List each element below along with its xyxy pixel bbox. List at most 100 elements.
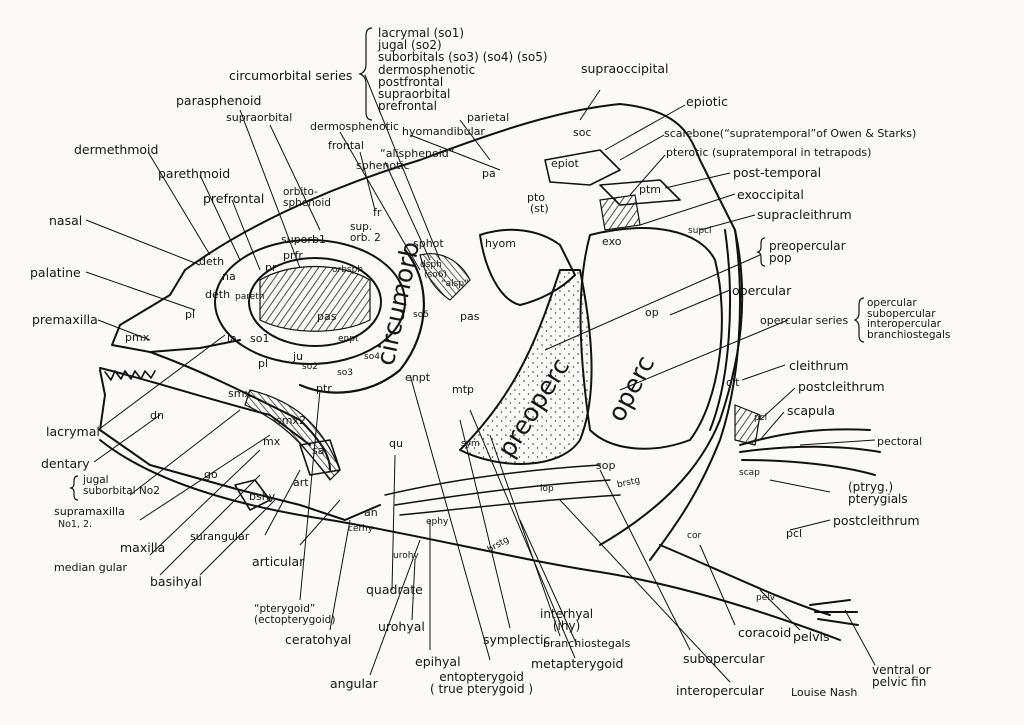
abbr-art: art [293,476,309,489]
orbit-outer [214,239,406,365]
opercle-shape [579,227,723,450]
ventral-outline [99,439,841,641]
label-dermosphenotic: dermosphenotic [310,120,400,133]
cleithrum-shape [649,229,741,561]
label-opercular: opercular [732,283,792,298]
circumorbital-item: dermosphenotic [378,62,476,77]
abbr-alsp: “alsp” [441,279,469,289]
label-quadrate: quadrate [366,582,423,597]
abbr-qu: qu [389,437,403,450]
abbr-smx2: smx2 [276,414,306,427]
label-branchiostegals: branchiostegals [543,637,631,650]
label-palatine: palatine [30,265,81,280]
circumorbital-item: supraorbital [378,87,451,102]
abbr-scap: scap [739,468,760,478]
orbit-inner [248,257,382,347]
label-alisphenoid: “alisphenoid” [380,147,455,160]
label-postcleithrum-1: postcleithrum [798,379,885,394]
label-pelvis: pelvis [793,629,830,644]
label-orbitosphenoid: orbito- sphenoid [283,186,331,209]
abbr-pareth: pareth [235,292,265,302]
label-scalebone: scalebone(“supratemporal”of Owen & Stark… [664,127,917,140]
label-median-gular: median gular [54,561,128,574]
label-urohyal: urohyal [378,619,425,634]
abbr-deth: deth [199,255,225,268]
label-lacrymal: lacrymal [46,424,100,439]
label-pterotic: pterotic (supratemporal in tetrapods) [666,146,872,159]
abbr-pcl-2: pcl [786,527,803,540]
abbr-op: op [645,306,659,319]
premaxilla-shape [111,269,241,353]
label-preopercular: preopercular pop [769,239,846,266]
label-frontal: frontal [328,139,364,152]
label-sphenotic: sphenotic [356,159,410,172]
abbr-soc: soc [573,126,592,139]
label-symplectic: symplectic [483,632,551,647]
label-premaxilla: premaxilla [32,312,98,327]
label-hyomandibular: hyomandibular [402,125,485,138]
label-pectoral: pectoral [877,435,923,448]
abbr-pl-2: pl [258,357,269,370]
abbr-ephy: ephy [426,517,449,527]
abbr-ptr: ptr [316,382,332,395]
label-supraoccipital: supraoccipital [581,61,669,76]
abbr-pa: pa [482,167,496,180]
label-cleithrum: cleithrum [789,358,849,373]
label-surangular: surangular [190,530,250,543]
abbr-pl: pl [185,308,196,321]
label-supraorbital: supraorbital [226,111,293,124]
circumorbital-brace [358,27,373,121]
abbr-so4: so4 [364,352,380,362]
abbr-so1: so1 [250,332,270,345]
abbr-sym: sym [461,439,480,449]
abbr-dsph: dsph [420,260,442,270]
opercular-item: interopercular [867,318,941,331]
label-maxilla: maxilla [120,540,166,555]
abbr-na: na [222,270,236,283]
label-parietal: parietal [467,111,510,124]
abbr-prfr: prfr [283,249,303,262]
orbit-hatch [259,266,371,332]
abbr-smx: smx [228,387,251,400]
label-coracoid: coracoid [738,625,792,640]
label-articular: articular [252,554,305,569]
label-jugal: jugal suborbital No2 [83,475,160,496]
abbr-ptm: ptm [639,183,662,196]
hyomandibular-shape [479,228,576,306]
abbr-supcl: supcl [688,226,712,236]
abbr-iop: iop [540,484,554,494]
label-epihyal: epihyal [415,654,461,669]
label-subopercular: subopercular [683,651,765,666]
abbr-mtp: mtp [452,383,475,396]
circumorbital-item: prefrontal [378,99,437,114]
label-angular: angular [330,676,378,691]
opercular-item: branchiostegals [867,328,951,341]
pelvic-girdle [659,544,831,616]
label-parethmoid: parethmoid [158,166,231,181]
label-dermethmoid: dermethmoid [74,142,159,157]
abbr-hyom: hyom [485,237,516,250]
label-postcleithrum-2: postcleithrum [833,513,920,528]
abbr-bshy: bshy [249,490,276,503]
abbr-orbsph: orbsph [332,265,364,275]
circumorbital-list: lacrymal (so1) jugal (so2) suborbitals (… [378,27,548,112]
circumorbital-item: lacrymal (so1) [378,26,465,40]
abbr-sop: sop [596,459,616,472]
abbr-pto: pto [527,191,546,204]
opercular-item: subopercular [867,307,936,320]
label-entopterygoid: entopterygoid ( true pterygoid ) [430,670,534,697]
abbr-mx: mx [263,435,281,448]
abbr-dn: dn [150,409,164,422]
branchiostegal-rays [384,464,621,516]
abbr-so6: (so6) [424,270,447,280]
jugal-line2: suborbital No2 [83,484,160,497]
scapula-hatch [734,404,761,446]
label-ceratohyal: ceratohyal [285,632,352,647]
circumorbital-item: suborbitals (so3) (so4) (so5) [378,50,548,65]
abbr-ju: ju [293,350,304,363]
pterotic-hatch [599,194,641,231]
abbr-pas-2: pas [460,310,480,323]
credit-signature: Louise Nash [791,686,858,699]
opercular-list: opercular subopercular interopercular br… [867,298,950,340]
